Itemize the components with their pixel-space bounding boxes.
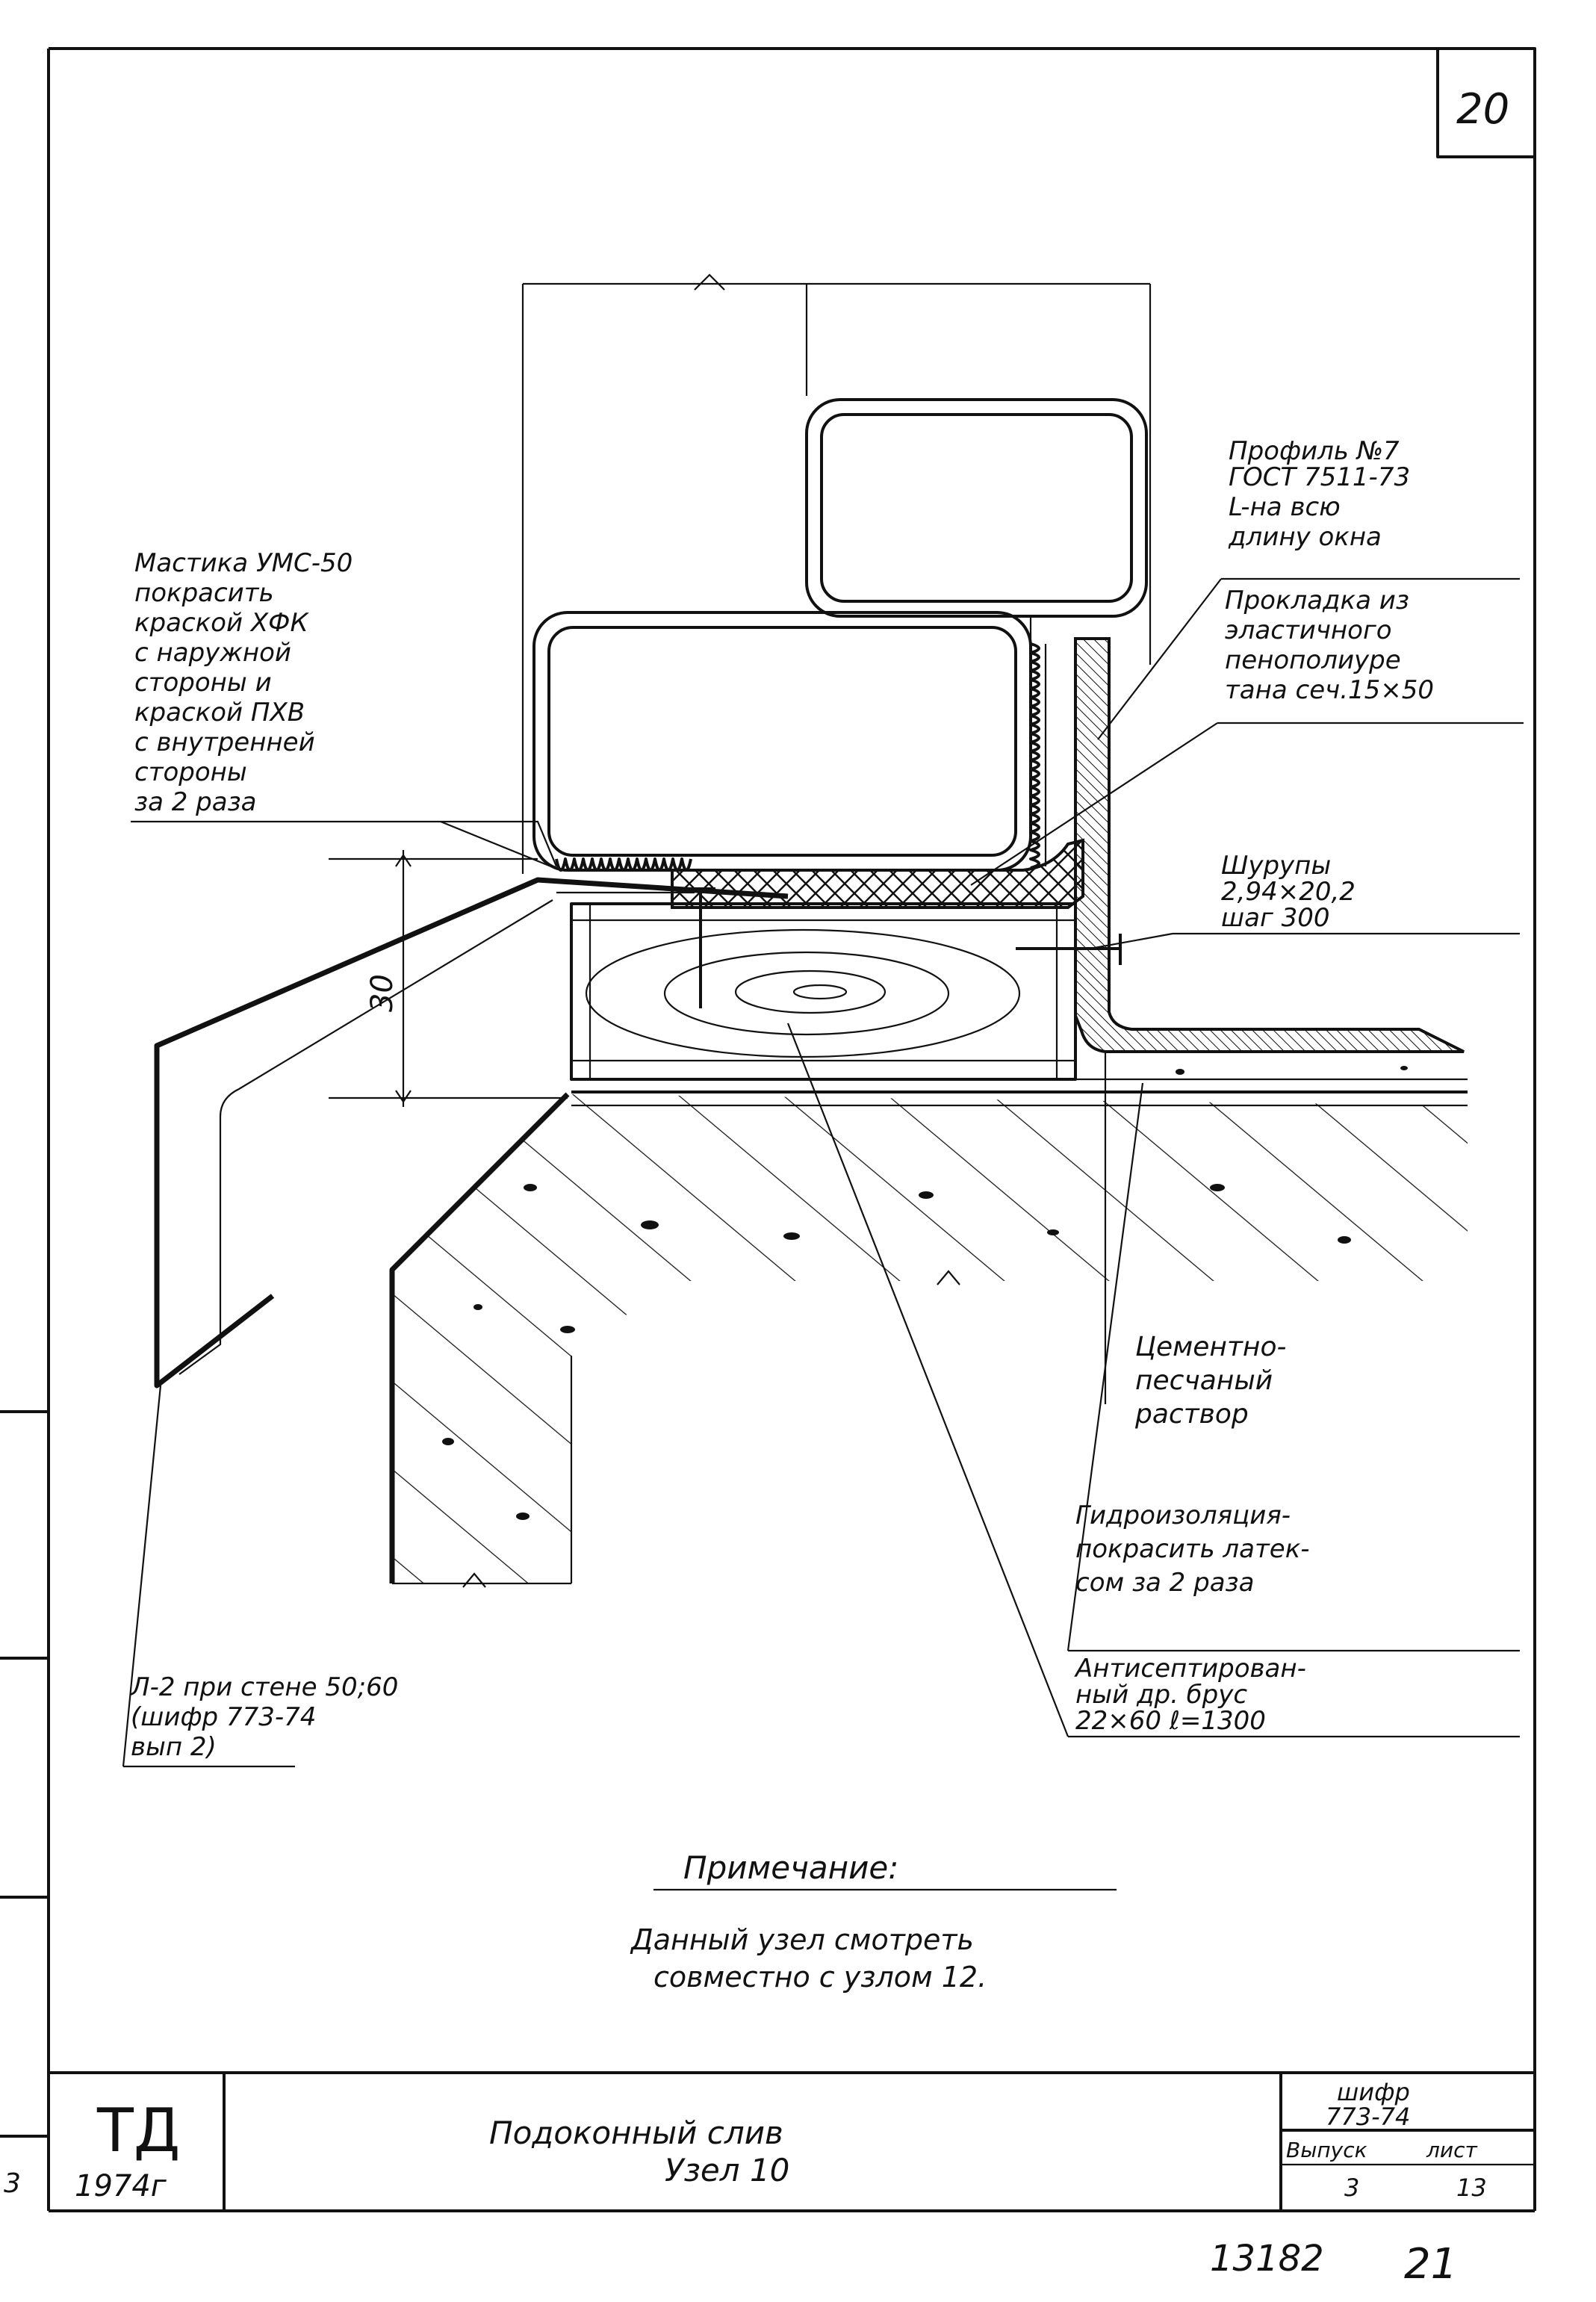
sheet-frame <box>0 47 1536 2212</box>
note-line2: совместно с узлом 12. <box>653 1961 987 1994</box>
code-value: 773-74 <box>1326 2103 1410 2131</box>
label-mortar: Цементно- песчаный раствор <box>1134 1332 1286 1430</box>
sheet-number: 20 <box>1456 85 1509 134</box>
title-block: ТД 1974г Подоконный слив Узел 10 шифр 77… <box>49 2071 1535 2211</box>
label-antiseptic-line1: Антисептирован- <box>1074 1654 1306 1684</box>
angle-profile <box>1074 637 1465 1053</box>
note-title: Примечание: <box>683 1849 898 1886</box>
label-flashing-line3: вып 2) <box>131 1732 217 1762</box>
label-mastic-line2: покрасить <box>134 578 274 608</box>
label-profile: Профиль №7 ГОСТ 7511-73 L-на всю длину о… <box>1228 436 1410 552</box>
timber-bar <box>570 902 1077 1081</box>
label-mastic-line7: с внутренней <box>134 727 315 757</box>
issue-label: Выпуск <box>1286 2138 1367 2162</box>
label-screws-line2: 2,94×20,2 <box>1221 877 1356 907</box>
label-mastic-line4: с наружной <box>134 638 291 668</box>
label-mastic-line6: краской ПХВ <box>134 698 305 727</box>
note-line1: Данный узел смотреть <box>630 1923 974 1956</box>
label-gasket-line3: пенополиуре <box>1225 645 1401 675</box>
label-profile-line4: длину окна <box>1228 522 1382 552</box>
label-profile-line2: ГОСТ 7511-73 <box>1229 462 1410 492</box>
label-mastic-line5: стороны и <box>134 668 272 698</box>
label-gasket-line2: эластичного <box>1225 615 1392 645</box>
label-gasket-line4: тана сеч.15×50 <box>1225 675 1434 705</box>
label-mortar-line1: Цементно- <box>1135 1332 1286 1362</box>
label-waterproofing: Гидроизоляция- покрасить латек- сом за 2… <box>1075 1501 1310 1598</box>
drawing-title: Подоконный слив <box>489 2115 783 2151</box>
org-stamp: ТД <box>96 2096 180 2165</box>
label-waterproof-line2: покрасить латек- <box>1075 1534 1310 1564</box>
note-block: Примечание: Данный узел смотреть совмест… <box>630 1849 1117 1994</box>
label-mastic-line9: за 2 раза <box>134 787 257 817</box>
sheet-label: лист <box>1426 2138 1477 2162</box>
label-screws-line3: шаг 300 <box>1221 903 1330 933</box>
mastic-seal-vertical <box>1029 642 1077 869</box>
label-waterproof-line3: сом за 2 раза <box>1075 1568 1254 1598</box>
label-profile-line3: L-на всю <box>1229 492 1341 522</box>
label-mastic: Мастика УМС-50 покрасить краской ХФК с н… <box>134 548 353 817</box>
label-gasket-line1: Прокладка из <box>1225 586 1409 615</box>
sash-hollow-profile <box>532 611 1032 872</box>
edge-mark: 3 <box>4 2168 21 2199</box>
label-antiseptic-line3: 22×60 ℓ=1300 <box>1075 1706 1266 1736</box>
dimension-label: 30 <box>365 974 400 1012</box>
sheet-number-box <box>1436 47 1536 158</box>
year-label: 1974г <box>75 2169 167 2203</box>
code-label: шифр <box>1337 2078 1410 2106</box>
label-antiseptic-bar: Антисептирован- ный др. брус 22×60 ℓ=130… <box>1074 1654 1306 1736</box>
label-mastic-line8: стороны <box>134 757 247 787</box>
label-mastic-line3: краской ХФК <box>134 608 309 638</box>
detail-drawing <box>122 273 1524 1768</box>
label-mastic-line1: Мастика УМС-50 <box>134 548 353 578</box>
leader-lines <box>122 577 1524 1768</box>
flashing-sheet <box>154 877 789 1389</box>
label-screws: Шурупы 2,94×20,2 шаг 300 <box>1221 851 1356 933</box>
foam-gasket <box>671 838 1084 909</box>
label-antiseptic-line2: ный др. брус <box>1075 1680 1247 1710</box>
dimension-30 <box>329 850 568 1107</box>
label-gasket: Прокладка из эластичного пенополиуре тан… <box>1225 586 1434 705</box>
label-mortar-line2: песчаный <box>1135 1365 1273 1396</box>
footer-note-left: 13182 <box>1210 2238 1324 2280</box>
sheet-value: 13 <box>1456 2174 1487 2202</box>
footer-note-right: 21 <box>1404 2240 1457 2289</box>
label-flashing: Л-2 при стене 50;60 (шифр 773-74 вып 2) <box>129 1672 398 1762</box>
label-mortar-line3: раствор <box>1134 1399 1249 1430</box>
label-screws-line1: Шурупы <box>1221 851 1331 881</box>
label-flashing-line1: Л-2 при стене 50;60 <box>129 1672 398 1702</box>
label-profile-line1: Профиль №7 <box>1229 436 1400 466</box>
concrete-wall <box>392 1094 1468 1583</box>
issue-value: 3 <box>1344 2174 1359 2202</box>
upper-hollow-profile <box>805 398 1148 618</box>
drawing-subtitle: Узел 10 <box>665 2152 789 2188</box>
label-waterproof-line1: Гидроизоляция- <box>1075 1501 1291 1530</box>
label-flashing-line2: (шифр 773-74 <box>131 1702 316 1732</box>
